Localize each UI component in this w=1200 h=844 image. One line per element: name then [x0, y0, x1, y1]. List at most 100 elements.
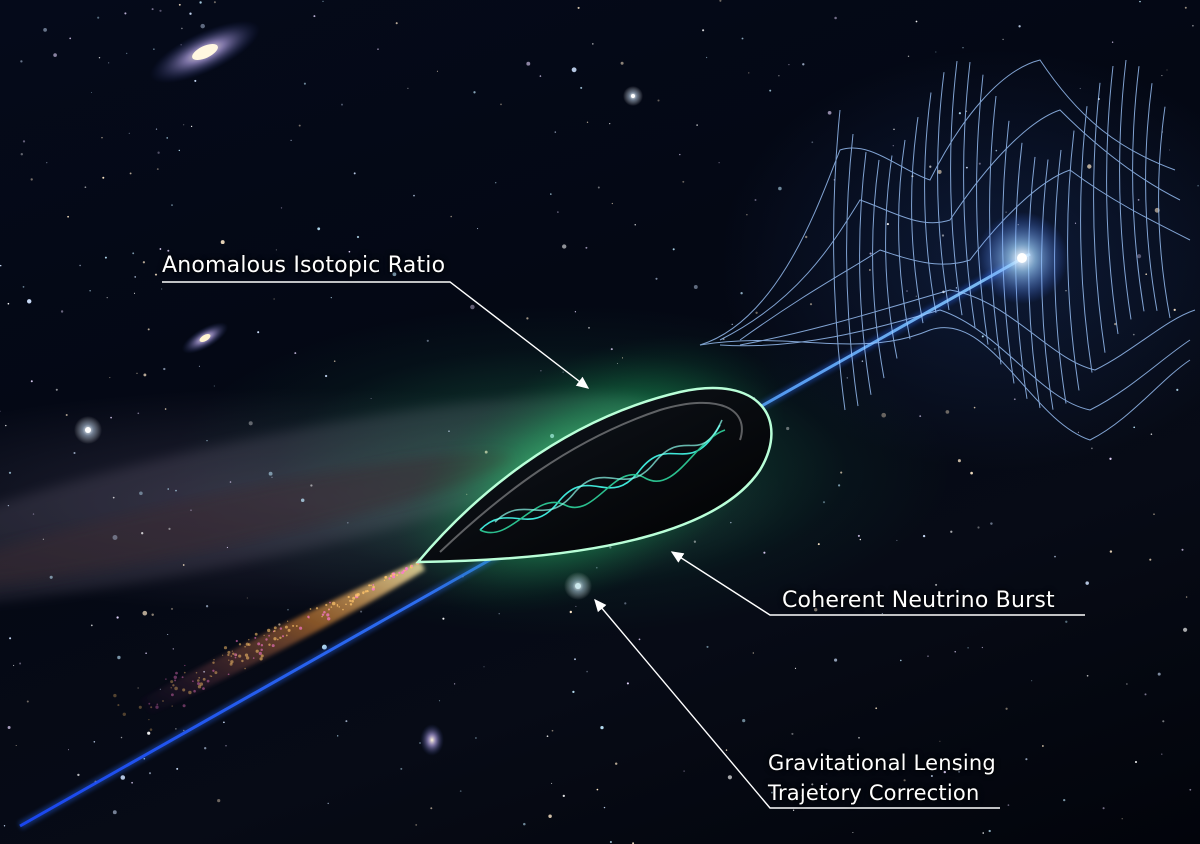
star — [73, 451, 76, 455]
label-lensing-line1: Gravitational Lensing — [768, 751, 996, 775]
star — [526, 317, 529, 320]
star — [42, 538, 45, 540]
star — [22, 140, 26, 143]
star — [7, 726, 11, 729]
star — [731, 323, 733, 325]
star — [120, 736, 123, 739]
mesh-line — [1093, 82, 1106, 353]
star — [805, 235, 808, 239]
star — [1109, 550, 1113, 553]
star — [183, 124, 185, 126]
star — [1054, 555, 1056, 558]
spark — [260, 654, 264, 658]
star — [741, 37, 744, 40]
spark — [150, 706, 153, 709]
star — [970, 471, 973, 475]
spark — [328, 608, 330, 610]
star — [861, 360, 864, 362]
spark — [372, 584, 375, 586]
star — [97, 16, 100, 19]
star — [1192, 24, 1194, 27]
star — [280, 207, 283, 209]
spark — [184, 664, 186, 667]
star — [834, 658, 838, 662]
star — [1161, 753, 1163, 755]
star — [562, 244, 567, 249]
star — [1085, 581, 1089, 585]
star — [19, 662, 22, 665]
star — [370, 397, 372, 400]
star — [1176, 388, 1179, 391]
star — [112, 535, 118, 540]
spark — [223, 646, 228, 650]
star — [55, 388, 58, 391]
spark — [193, 689, 196, 693]
spark — [258, 651, 262, 656]
star — [7, 302, 10, 305]
star — [53, 53, 57, 57]
spark — [254, 632, 258, 636]
star — [763, 551, 766, 554]
star — [814, 608, 818, 612]
star — [1185, 596, 1188, 598]
spark — [389, 574, 393, 578]
star — [9, 637, 12, 640]
star — [551, 729, 554, 732]
spark — [366, 589, 369, 592]
star — [586, 121, 589, 123]
spark — [235, 639, 238, 643]
star — [539, 75, 542, 77]
star — [973, 406, 976, 409]
star — [1149, 558, 1152, 561]
probe-icon — [415, 386, 773, 564]
spark — [396, 574, 399, 577]
star — [702, 29, 705, 32]
spark — [371, 587, 375, 591]
star — [327, 802, 329, 805]
spark — [113, 693, 117, 698]
star — [1018, 25, 1021, 28]
star — [990, 522, 993, 525]
star — [147, 328, 150, 331]
spark — [329, 601, 331, 604]
star — [896, 539, 898, 541]
mesh-line — [1067, 130, 1080, 391]
star — [993, 347, 996, 350]
arrow-icon — [594, 598, 1000, 809]
star — [638, 638, 641, 641]
star — [1139, 0, 1141, 3]
star — [811, 783, 814, 786]
spark — [209, 675, 211, 677]
star — [268, 471, 273, 476]
label-lensing-line2: Trajetory Correction — [768, 781, 980, 805]
star — [172, 648, 174, 650]
star — [189, 12, 192, 15]
star — [26, 299, 32, 304]
star — [98, 56, 101, 59]
spark — [295, 625, 298, 627]
star — [5, 424, 7, 427]
star — [30, 380, 33, 383]
star — [551, 782, 553, 784]
spark — [368, 584, 371, 587]
star — [168, 527, 171, 531]
spark — [336, 605, 339, 607]
star — [550, 193, 552, 195]
star — [755, 311, 758, 314]
spark — [308, 617, 310, 619]
star — [929, 165, 932, 168]
star — [494, 181, 497, 184]
spiral-galaxy-icon — [149, 20, 261, 84]
spark — [202, 687, 205, 690]
star — [145, 652, 147, 654]
exhaust-trail — [113, 560, 425, 731]
star — [626, 682, 629, 685]
star — [453, 683, 456, 685]
lensing-core — [976, 212, 1068, 304]
star — [778, 75, 780, 77]
star — [171, 204, 173, 206]
star — [1189, 788, 1192, 791]
star — [672, 248, 675, 251]
star — [1157, 672, 1161, 676]
star — [1079, 87, 1081, 90]
